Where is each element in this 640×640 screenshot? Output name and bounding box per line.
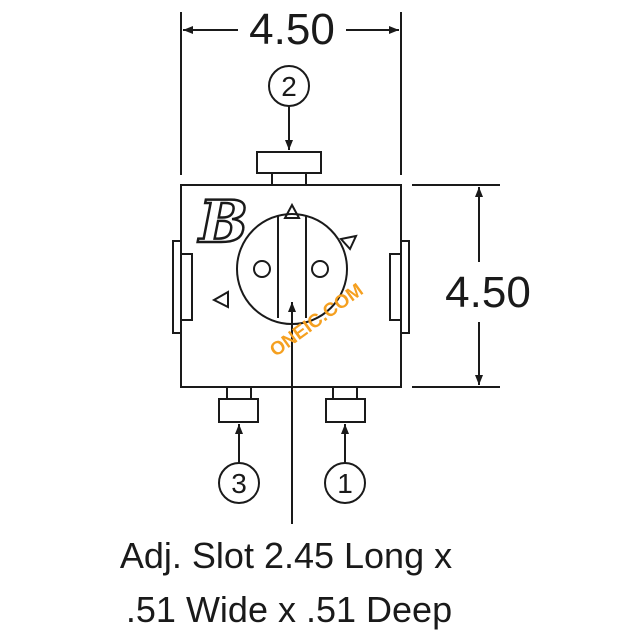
right-side-clip (389, 240, 410, 334)
manufacturer-logo: B (197, 188, 248, 256)
watermark: ONEIC.COM (266, 280, 367, 362)
terminal-3 (218, 386, 259, 423)
indicator-triangle-left (211, 290, 229, 309)
slot-note-line-1: Adj. Slot 2.45 Long x (120, 535, 452, 576)
height-dimension (412, 184, 500, 388)
slot-note-line-2: .51 Wide x .51 Deep (126, 589, 452, 630)
width-dimension (180, 12, 402, 175)
terminal-1 (325, 386, 366, 423)
pin-label-2: 2 (281, 71, 297, 102)
pin-label-3: 3 (231, 468, 247, 499)
indicator-triangle-top (283, 202, 301, 219)
rotor-hole-left (253, 260, 271, 278)
left-side-clip (172, 240, 193, 334)
pin-label-1: 1 (337, 468, 353, 499)
adjustment-slot (277, 215, 307, 318)
pin-callout-2 (268, 65, 310, 150)
terminal-2 (256, 151, 322, 186)
pin-callout-1 (324, 424, 366, 504)
pin-callout-3 (218, 424, 260, 504)
indicator-triangle-right (339, 234, 358, 251)
rotor-hole-right (311, 260, 329, 278)
height-dimension-label: 4.50 (445, 268, 531, 317)
width-dimension-label: 4.50 (249, 5, 335, 54)
